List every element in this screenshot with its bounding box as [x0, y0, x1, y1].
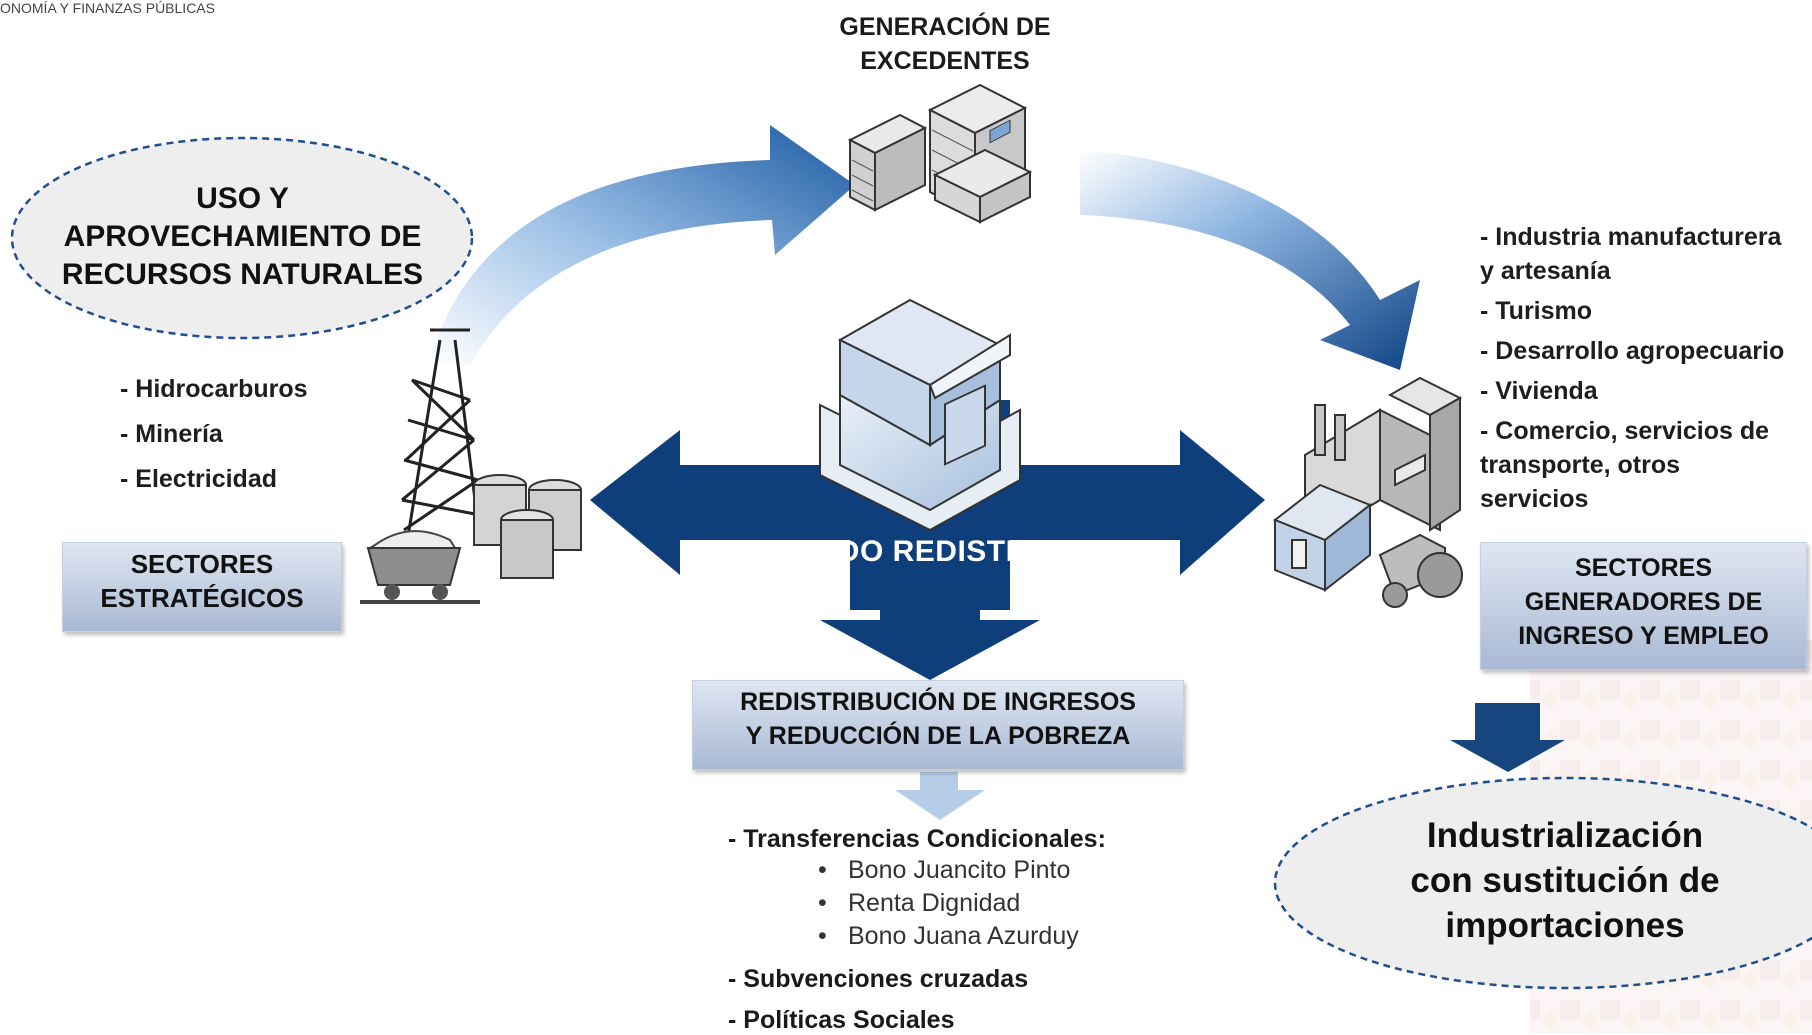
bullet-item: •Renta Dignidad [818, 889, 1021, 917]
strategic-sectors-box: SECTORES ESTRATÉGICOS [62, 542, 342, 632]
left-ellipse-line1: USO Y [196, 182, 289, 215]
down-arrow-center [820, 600, 1040, 680]
bullet-text: Bono Juana Azurduy [848, 922, 1079, 950]
list-item: - Electricidad [120, 465, 277, 493]
income-sectors-list: - Industria manufacturera y artesanía - … [1480, 220, 1784, 516]
income-box-line1: SECTORES [1574, 554, 1713, 582]
tractor-icon [1378, 533, 1463, 608]
right-ellipse-shape [1273, 776, 1812, 990]
left-ellipse-line3: RECURSOS NATURALES [61, 258, 424, 291]
list-item: - Desarrollo agropecuario [1480, 337, 1785, 365]
ministry-header-text: ONOMÍA Y FINANZAS PÚBLICAS [0, 0, 215, 16]
list-item: servicios [1480, 485, 1589, 513]
bullet-item: •Bono Juancito Pinto [818, 856, 1071, 884]
light-down-arrow [895, 772, 985, 820]
left-ellipse-label: USO Y APROVECHAMIENTO DE RECURSOS NATURA… [20, 180, 465, 294]
redistributor-state-label: ESTADO REDISTRIBUIDOR [758, 535, 1158, 568]
income-box-line3: INGRESO Y EMPLEO [1518, 622, 1769, 650]
list-item: - Minería [120, 420, 223, 448]
arc-arrow-left [430, 125, 855, 365]
right-ellipse-line1: Industrialización [1426, 816, 1704, 855]
house-icon [1273, 483, 1372, 593]
strategic-box-line1: SECTORES [130, 549, 274, 579]
surplus-generation-title: GENERACIÓN DE EXCEDENTES [780, 10, 1110, 78]
right-ellipse-line2: con sustitución de [1410, 861, 1720, 900]
left-ellipse-shape [10, 136, 474, 340]
list-item: y artesanía [1480, 257, 1611, 285]
money-stacks-icon [847, 83, 1033, 224]
bank-building-icon [819, 298, 1021, 532]
right-down-arrow [1450, 703, 1565, 772]
list-item: transporte, otros [1480, 451, 1681, 479]
subsidies-item: - Subvenciones cruzadas [728, 965, 1029, 993]
arc-arrow-right [1080, 150, 1420, 370]
barrels-icon [473, 474, 582, 579]
mine-cart-icon [360, 530, 480, 604]
left-ellipse-line2: APROVECHAMIENTO DE [63, 220, 422, 253]
surplus-title-line1: GENERACIÓN DE [839, 13, 1051, 41]
list-item: - Comercio, servicios de [1480, 417, 1770, 445]
bullet-item: •Bono Juana Azurduy [818, 922, 1079, 950]
redistribution-line1: REDISTRIBUCIÓN DE INGRESOS [740, 688, 1136, 716]
list-item: - Vivienda [1480, 377, 1598, 405]
redistribution-box: REDISTRIBUCIÓN DE INGRESOS Y REDUCCIÓN D… [692, 680, 1184, 770]
income-sectors-box: SECTORES GENERADORES DE INGRESO Y EMPLEO [1480, 542, 1807, 670]
list-item: - Turismo [1480, 297, 1593, 325]
list-item: - Industria manufacturera [1480, 223, 1782, 251]
social-policies-item: - Políticas Sociales [728, 1006, 955, 1034]
bullet-text: Renta Dignidad [848, 889, 1021, 917]
transfers-list: - Transferencias Condicionales: •Bono Ju… [728, 825, 1106, 1035]
strategic-box-line2: ESTRATÉGICOS [100, 583, 304, 613]
right-ellipse-line3: importaciones [1445, 906, 1685, 945]
list-item: - Hidrocarburos [120, 375, 308, 403]
income-box-line2: GENERADORES DE [1524, 588, 1763, 616]
surplus-title-line2: EXCEDENTES [860, 47, 1030, 75]
bullet-text: Bono Juancito Pinto [848, 856, 1071, 884]
transfers-heading: - Transferencias Condicionales: [728, 825, 1106, 853]
right-ellipse-label: Industrialización con sustitución de imp… [1330, 813, 1800, 948]
strategic-sectors-list: - Hidrocarburos - Minería - Electricidad [120, 375, 308, 504]
redistribution-line2: Y REDUCCIÓN DE LA POBREZA [745, 722, 1131, 750]
